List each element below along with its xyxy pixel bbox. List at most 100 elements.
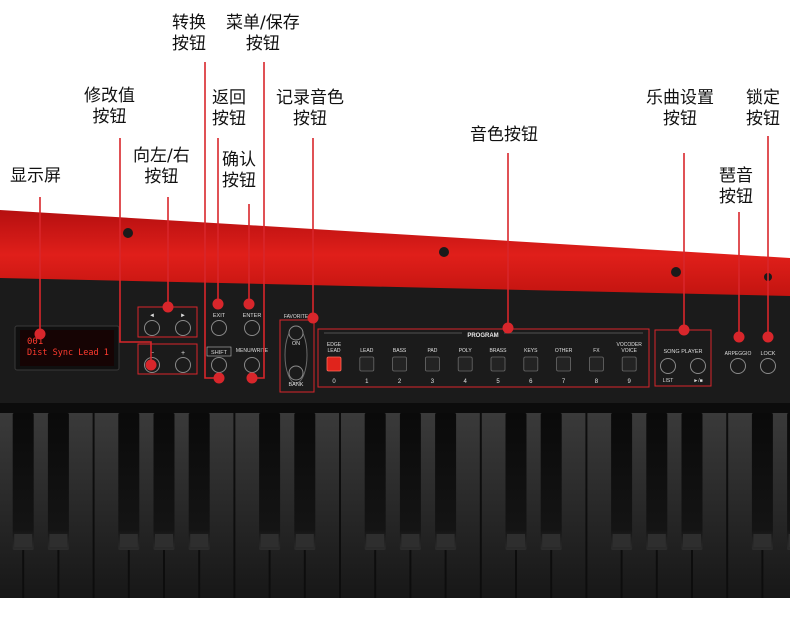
black-key-tip <box>261 534 279 547</box>
callout-display-line-1: 显示屏 <box>10 166 61 187</box>
callout-enter-line-2: 按钮 <box>222 171 256 192</box>
program-button-label: BRASS <box>490 348 508 354</box>
program-button-label: VOICE <box>621 348 637 354</box>
program-button-label: PAD <box>427 348 437 354</box>
play-stop-icon: ►/■ <box>693 378 702 384</box>
callout-program-line-1: 音色按钮 <box>470 125 538 146</box>
callout-enter-line-1: 确认 <box>222 150 256 171</box>
black-key-tip <box>155 534 173 547</box>
callout-menu-write-button: 菜单/保存 按钮 <box>226 13 300 55</box>
program-button[interactable] <box>491 357 505 371</box>
program-button[interactable] <box>393 357 407 371</box>
black-key-tip <box>437 534 455 547</box>
program-button[interactable] <box>622 357 636 371</box>
play-stop-button[interactable] <box>691 359 706 374</box>
black-key[interactable] <box>259 413 280 550</box>
program-button-label: LEAD <box>360 348 373 354</box>
callout-value-buttons: 修改值 按钮 <box>84 86 135 128</box>
arrow-left-icon: ◄ <box>149 313 155 319</box>
lock-button[interactable] <box>761 359 776 374</box>
program-button-label: BASS <box>393 348 407 354</box>
black-key[interactable] <box>13 413 34 550</box>
favorite-bank-button[interactable] <box>289 366 303 380</box>
black-key-tip <box>683 534 701 547</box>
right-button[interactable] <box>176 321 191 336</box>
left-button[interactable] <box>145 321 160 336</box>
black-key[interactable] <box>48 413 69 550</box>
callout-arpeggio-line-1: 琶音 <box>719 166 753 187</box>
callout-lock-line-1: 锁定 <box>746 88 780 109</box>
program-button[interactable] <box>557 357 571 371</box>
favorite-label: FAVORITE <box>284 314 309 320</box>
black-key[interactable] <box>682 413 703 550</box>
lcd-line-2: Dist Sync Lead 1 <box>27 348 109 358</box>
black-key[interactable] <box>400 413 421 550</box>
plus-icon: + <box>181 350 185 357</box>
program-button[interactable] <box>458 357 472 371</box>
menu-write-button[interactable] <box>245 358 260 373</box>
black-key[interactable] <box>435 413 456 550</box>
program-button-label: FX <box>593 348 600 354</box>
program-button[interactable] <box>589 357 603 371</box>
callout-shift-line-2: 按钮 <box>172 34 206 55</box>
black-key-tip <box>190 534 208 547</box>
black-key-tip <box>613 534 631 547</box>
callout-lock-button: 锁定 按钮 <box>746 88 780 130</box>
program-button[interactable] <box>425 357 439 371</box>
panel-edge <box>0 403 790 413</box>
callout-lock-line-2: 按钮 <box>746 109 780 130</box>
black-key[interactable] <box>611 413 632 550</box>
callout-favorite-button: 记录音色 按钮 <box>276 88 344 130</box>
black-key-tip <box>366 534 384 547</box>
black-key[interactable] <box>189 413 210 550</box>
callout-exit-line-2: 按钮 <box>212 109 246 130</box>
black-key[interactable] <box>752 413 773 550</box>
plus-button[interactable] <box>176 358 191 373</box>
callout-enter-button: 确认 按钮 <box>222 150 256 192</box>
list-button[interactable] <box>661 359 676 374</box>
on-label: ON <box>292 341 300 347</box>
bank-label: BANK <box>289 382 304 388</box>
program-button[interactable] <box>360 357 374 371</box>
shift-label: SHIFT <box>211 350 228 356</box>
enter-button[interactable] <box>245 321 260 336</box>
black-key-tip <box>753 534 771 547</box>
keybed <box>0 413 790 598</box>
enter-label: ENTER <box>243 313 262 319</box>
callout-menu-line-1: 菜单/保存 <box>226 13 300 34</box>
callout-favorite-line-1: 记录音色 <box>276 88 344 109</box>
black-key[interactable] <box>294 413 315 550</box>
callout-menu-line-2: 按钮 <box>226 34 300 55</box>
favorite-on-button[interactable] <box>289 326 303 340</box>
black-key-tip <box>507 534 525 547</box>
black-key[interactable] <box>365 413 386 550</box>
screw <box>439 247 449 257</box>
black-key-tip <box>401 534 419 547</box>
exit-button[interactable] <box>212 321 227 336</box>
callout-value-line-2: 按钮 <box>84 107 135 128</box>
callout-left-right-buttons: 向左/右 按钮 <box>133 146 190 188</box>
program-button-label: LEAD <box>327 348 340 354</box>
program-button[interactable] <box>327 357 341 371</box>
program-button[interactable] <box>524 357 538 371</box>
callout-value-line-1: 修改值 <box>84 86 135 107</box>
black-key[interactable] <box>118 413 139 550</box>
shift-button[interactable] <box>212 358 227 373</box>
black-key[interactable] <box>541 413 562 550</box>
black-key-tip <box>648 534 666 547</box>
black-key-tip <box>49 534 67 547</box>
program-button-label: POLY <box>459 348 473 354</box>
black-key-tip <box>120 534 138 547</box>
black-key-tip <box>14 534 32 547</box>
black-key[interactable] <box>646 413 667 550</box>
lock-label: LOCK <box>761 351 776 357</box>
callout-favorite-line-2: 按钮 <box>276 109 344 130</box>
callout-songplayer-line-2: 按钮 <box>646 109 714 130</box>
program-button-label: KEYS <box>524 348 538 354</box>
program-title: PROGRAM <box>467 333 498 339</box>
black-key[interactable] <box>154 413 175 550</box>
black-key[interactable] <box>506 413 527 550</box>
callout-arpeggio-line-2: 按钮 <box>719 187 753 208</box>
arpeggio-button[interactable] <box>731 359 746 374</box>
